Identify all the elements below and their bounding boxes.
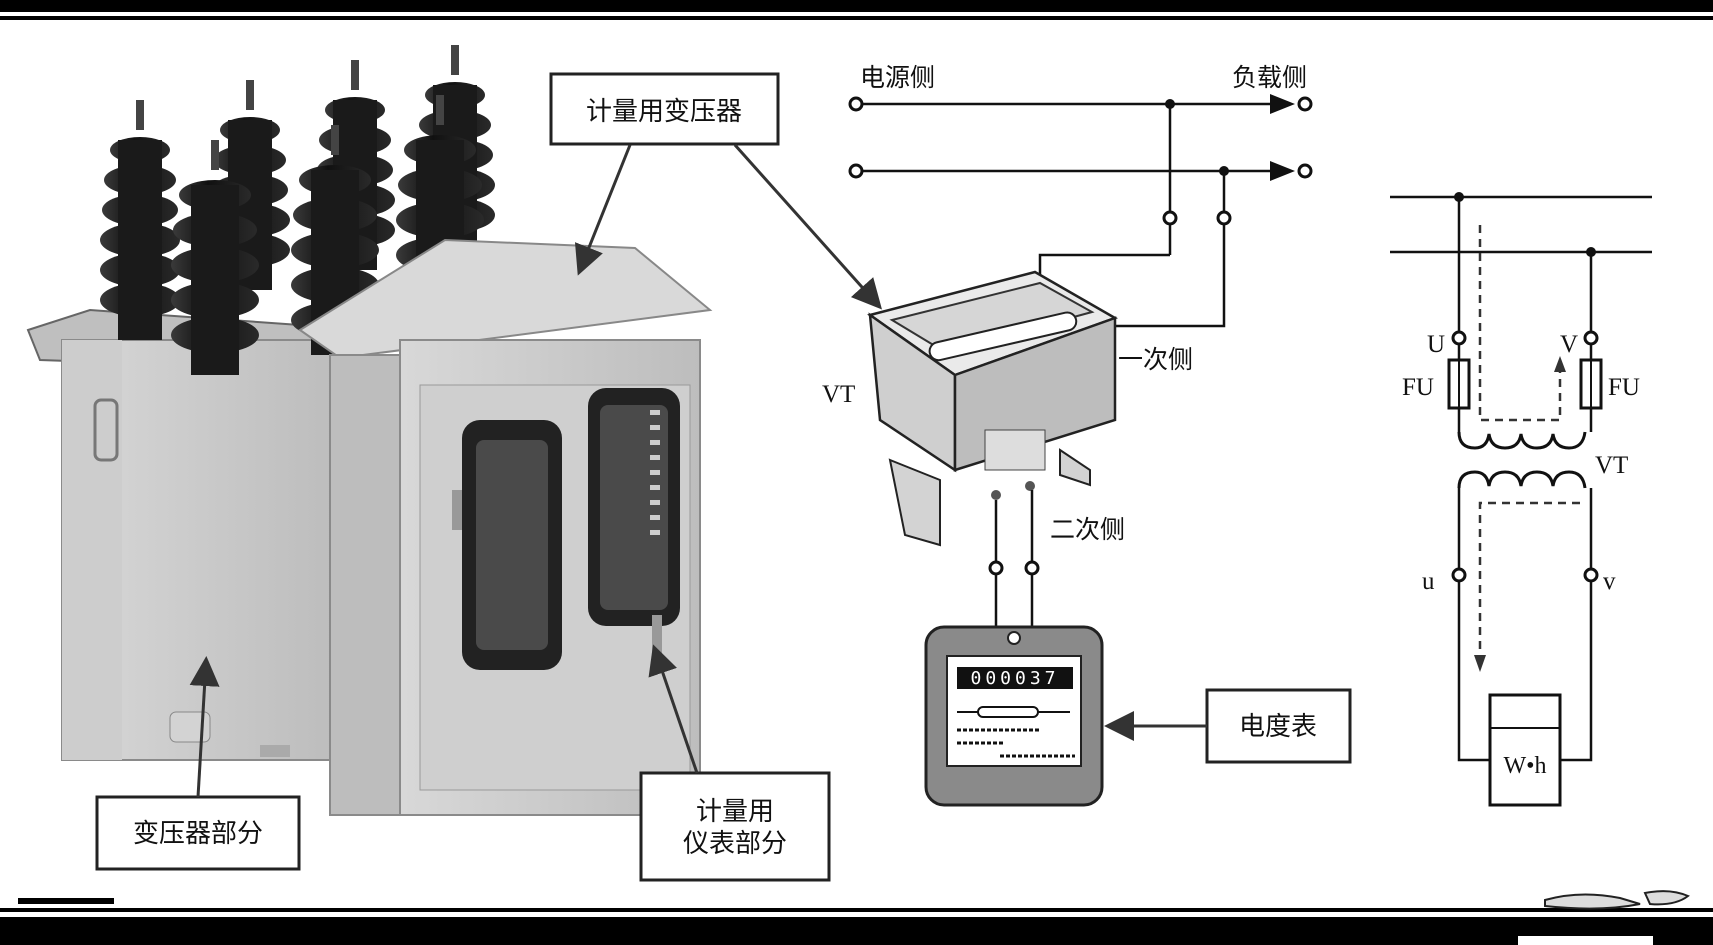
secondary-side-label: 二次侧 (1050, 515, 1125, 544)
transformer-illustration (26, 45, 713, 816)
watt-hour-meter-symbol-box (1488, 693, 1562, 807)
terminal-u-label: u (1422, 568, 1435, 595)
watt-hour-meter-callout (1205, 688, 1352, 764)
vt-secondary-winding (1457, 470, 1587, 489)
callout-meter-part: 计量用 仪表部分 (639, 644, 831, 882)
meter-transformer-label: 计量用变压器 (586, 97, 742, 127)
source-side-label: 电源侧 (860, 63, 935, 92)
primary-side-label: 一次侧 (1118, 345, 1193, 374)
vt-label-right: VT (1595, 452, 1628, 479)
terminal-U-label: U (1427, 331, 1445, 358)
load-terminal-2 (1297, 163, 1313, 179)
bottom-frame-bar (0, 898, 1713, 945)
vt-label-left: VT (822, 381, 855, 408)
vt-primary-winding (1457, 431, 1587, 450)
watt-hour-meter-illustration: 000037 (924, 625, 1104, 807)
terminal-v-label: v (1603, 568, 1616, 595)
insulator-group (100, 45, 495, 375)
source-terminal-2 (848, 163, 864, 179)
meter-cabinet (298, 238, 713, 816)
wiring-diagram: 电源侧 负载侧 VT (822, 63, 1352, 807)
fuse-right-label: FU (1608, 374, 1640, 401)
callout-meter-transformer: 计量用变压器 (549, 72, 882, 310)
meter-reading: 000037 (970, 668, 1059, 689)
vt-illustration (867, 270, 1118, 547)
watt-hour-meter-label: 电度表 (1239, 712, 1317, 742)
meter-symbol-label: W•h (1503, 753, 1546, 779)
transformer-part-label: 变压器部分 (133, 819, 263, 849)
source-terminal-1 (848, 96, 864, 112)
load-terminal-1 (1297, 96, 1313, 112)
fuse-left-label: FU (1402, 374, 1434, 401)
terminal-V-label: V (1560, 331, 1578, 358)
load-side-label: 负载侧 (1232, 63, 1307, 92)
top-frame-bar (0, 0, 1713, 20)
meter-part-label-line1: 计量用 (696, 797, 774, 827)
schematic-diagram: U V FU FU VT u v W•h (1390, 192, 1652, 807)
meter-part-label-line2: 仪表部分 (683, 829, 787, 859)
page-curl-decoration (1544, 890, 1690, 910)
callout-transformer-part: 变压器部分 (95, 656, 301, 871)
